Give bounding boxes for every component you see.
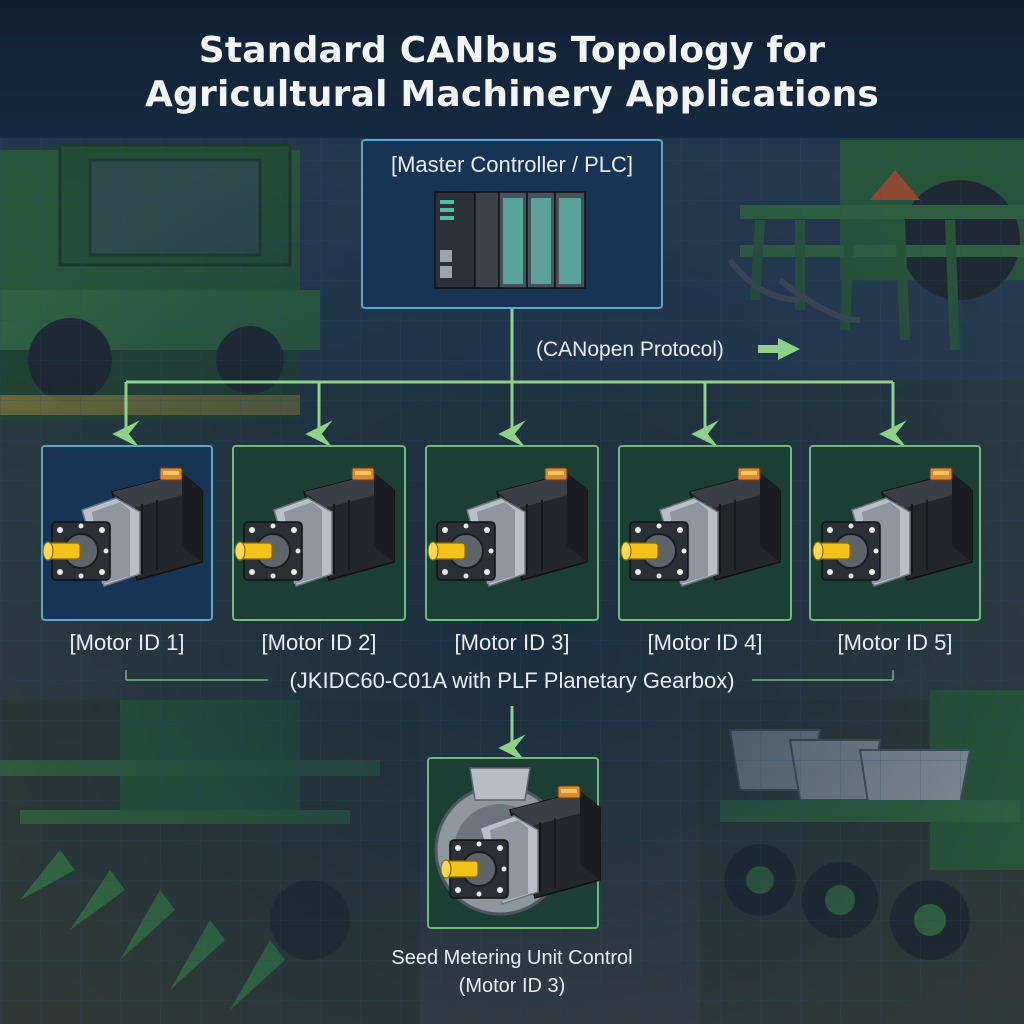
motor-box-1: [42, 446, 212, 620]
motor-label-3: [Motor ID 3]: [421, 630, 603, 656]
seed-unit-label: Seed Metering Unit Control: [312, 947, 712, 970]
protocol-label: (CANopen Protocol): [536, 338, 752, 362]
seed-metering-box: [428, 758, 600, 928]
motor-box-5: [810, 446, 980, 620]
motor-box-3: [426, 446, 598, 620]
motor-box-4: [619, 446, 791, 620]
gearbox-label: (JKIDC60-C01A with PLF Planetary Gearbox…: [262, 668, 762, 694]
motor-label-5: [Motor ID 5]: [804, 630, 986, 656]
plc-module-icon: [435, 192, 585, 288]
motor-label-4: [Motor ID 4]: [614, 630, 796, 656]
seed-unit-motor-label: (Motor ID 3): [312, 975, 712, 998]
master-controller-label: [Master Controller / PLC]: [362, 152, 662, 178]
motor-label-1: [Motor ID 1]: [36, 630, 218, 656]
motor-box-2: [233, 446, 405, 620]
motor-label-2: [Motor ID 2]: [228, 630, 410, 656]
page-title-line-2: Agricultural Machinery Applications: [0, 74, 1024, 115]
page-title-line-1: Standard CANbus Topology for: [0, 30, 1024, 71]
